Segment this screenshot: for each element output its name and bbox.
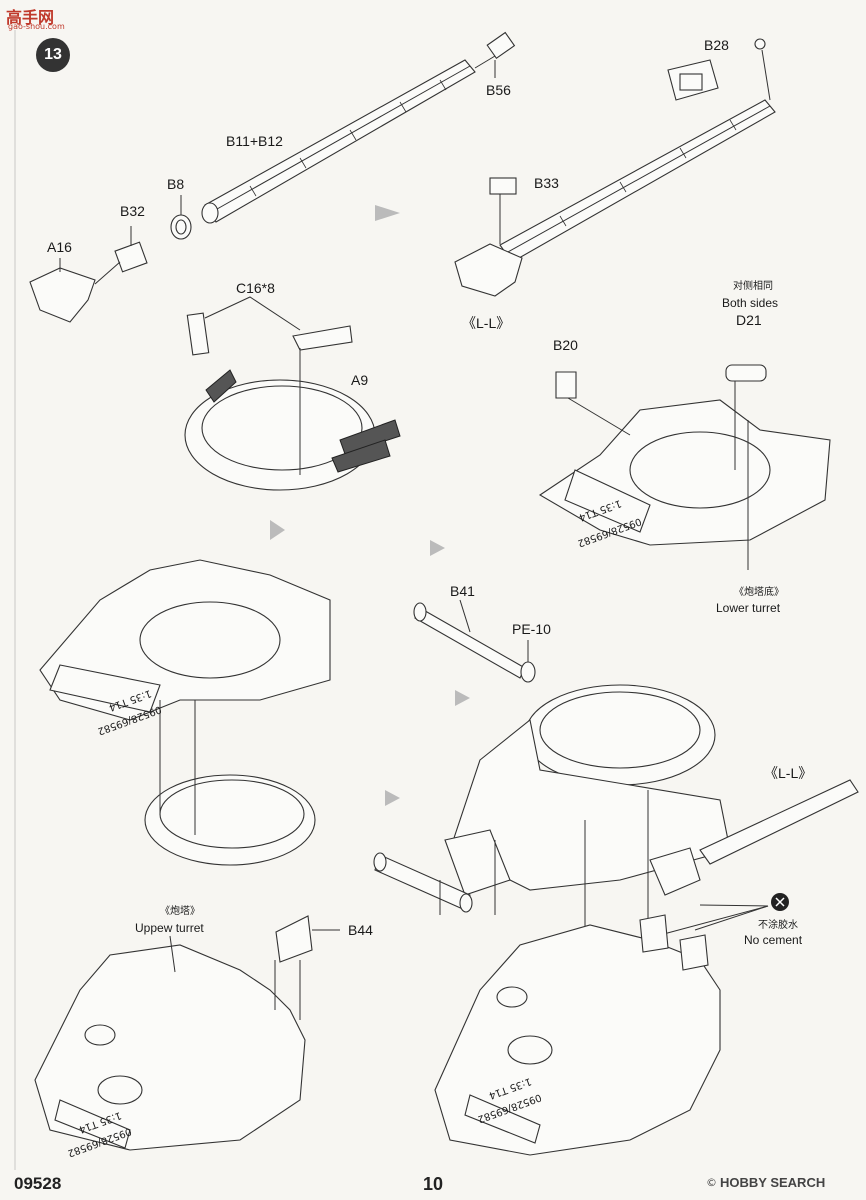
turret-ring-a9-assembly (184, 296, 401, 491)
part-b44 (275, 915, 313, 963)
label-b33: B33 (534, 175, 559, 191)
part-b20 (555, 371, 577, 399)
label-ll-right: 《L-L》 (764, 765, 812, 781)
label-no-cement-en: No cement (744, 933, 803, 947)
lower-turret-assembly (538, 364, 831, 570)
label-both-sides-en: Both sides (722, 296, 778, 310)
label-no-cement-cn: 不涂胶水 (758, 918, 798, 931)
label-b8: B8 (167, 176, 184, 192)
part-c16-a (186, 312, 210, 356)
label-both-sides-cn: 对侧相同 (733, 279, 773, 292)
kit-number: 09528 (14, 1174, 62, 1193)
barrel-assembly-right (454, 38, 776, 297)
barrel-final (699, 779, 859, 865)
part-b32 (114, 241, 148, 273)
part-pe10 (520, 661, 536, 683)
upper-turret-body-right (434, 924, 721, 1156)
watermark-logo-top-left: 高手网 (6, 8, 55, 27)
upper-turret-right (434, 914, 721, 1156)
label-pe10: PE-10 (512, 621, 551, 637)
label-lower-turret-cn: 《炮塔底》 (734, 585, 784, 598)
sequence-arrow (455, 690, 470, 706)
upper-turret-left (34, 915, 340, 1151)
page-number: 10 (423, 1174, 444, 1194)
part-b41 (414, 607, 526, 679)
mantlet-assembled (454, 243, 523, 297)
sequence-arrow (385, 790, 400, 806)
label-a16: A16 (47, 239, 72, 255)
label-d21: D21 (736, 312, 762, 328)
turret-top-assembly (373, 684, 859, 1010)
label-b32: B32 (120, 203, 145, 219)
label-a9: A9 (351, 372, 368, 388)
watermark-logo-bottom-right-prefix: © (706, 1176, 717, 1189)
part-d21 (725, 364, 767, 382)
watermark-logo-top-left-subtext: gao-shou.com (8, 22, 65, 31)
label-c16: C16*8 (236, 280, 275, 296)
mantlet-final (649, 847, 701, 896)
label-b44: B44 (348, 922, 373, 938)
shaft-b41-assembly (413, 599, 536, 683)
part-c16-b (292, 325, 353, 351)
label-upper-turret-en: Uppew turret (135, 921, 204, 935)
step-number-badge: 13 (36, 38, 70, 72)
label-b56: B56 (486, 82, 511, 98)
label-b41: B41 (450, 583, 475, 599)
label-upper-turret-cn: 《炮塔》 (160, 904, 200, 917)
watermark-logo-bottom-right: HOBBY SEARCH (720, 1175, 826, 1190)
sequence-arrow (430, 540, 445, 556)
turret-floor-assembly (39, 559, 331, 866)
label-b20: B20 (553, 337, 578, 353)
part-a16 (29, 267, 96, 323)
sequence-arrow (375, 205, 400, 221)
part-b28 (754, 38, 766, 50)
label-b11-b12: B11+B12 (226, 133, 283, 149)
barrel-assembly-left (29, 31, 516, 323)
label-b28: B28 (704, 37, 729, 53)
sequence-arrow (270, 520, 285, 540)
label-ll-top: 《L-L》 (462, 315, 510, 331)
barrel-muzzle (201, 202, 219, 224)
part-b33 (489, 177, 517, 195)
part-b56 (486, 31, 516, 60)
label-lower-turret-en: Lower turret (716, 601, 781, 615)
